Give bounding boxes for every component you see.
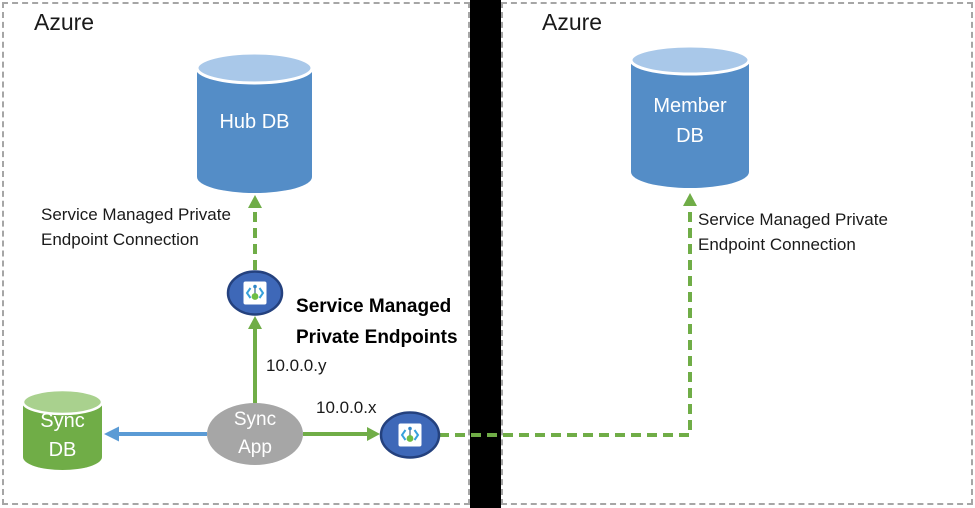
arrowhead-endpoint1-to-hubdb <box>248 195 262 208</box>
arrowhead-syncapp-to-endpoint1 <box>248 316 262 329</box>
left-region-title: Azure <box>34 9 95 35</box>
sync-db-label: Sync DB <box>40 410 85 461</box>
hub-db-cylinder-top <box>195 51 314 85</box>
dashed-arrow-endpoint2-to-memberdb <box>439 206 692 437</box>
sync-app-ellipse <box>207 403 303 465</box>
member-db-label: Member DB <box>653 95 727 147</box>
ip-label-y: 10.0.0.y <box>266 356 327 375</box>
sync-db-cylinder-top <box>21 388 104 416</box>
network-divider-bar <box>470 0 501 508</box>
hub-db-cylinder <box>197 68 312 193</box>
private-endpoint-icon <box>242 280 268 306</box>
right-connection-annotation: Service Managed Private Endpoint Connect… <box>698 210 888 254</box>
hub-db-label: Hub DB <box>219 111 290 133</box>
private-endpoint-icon <box>397 422 423 448</box>
sync-app-label: Sync App <box>233 409 277 458</box>
arrowhead-syncapp-to-endpoint2 <box>367 427 380 441</box>
arrowhead-endpoint2-to-memberdb <box>683 193 697 206</box>
right-region-title: Azure <box>542 9 603 35</box>
ip-label-x: 10.0.0.x <box>316 398 377 417</box>
left-connection-annotation: Service Managed Private Endpoint Connect… <box>41 205 231 249</box>
arrowhead-syncapp-to-syncdb <box>104 426 119 442</box>
member-db-cylinder <box>631 60 749 188</box>
sync-db-cylinder <box>23 402 102 470</box>
member-db-cylinder-top <box>629 44 751 76</box>
service-managed-private-endpoints-annotation: Service Managed Private Endpoints <box>296 296 458 348</box>
